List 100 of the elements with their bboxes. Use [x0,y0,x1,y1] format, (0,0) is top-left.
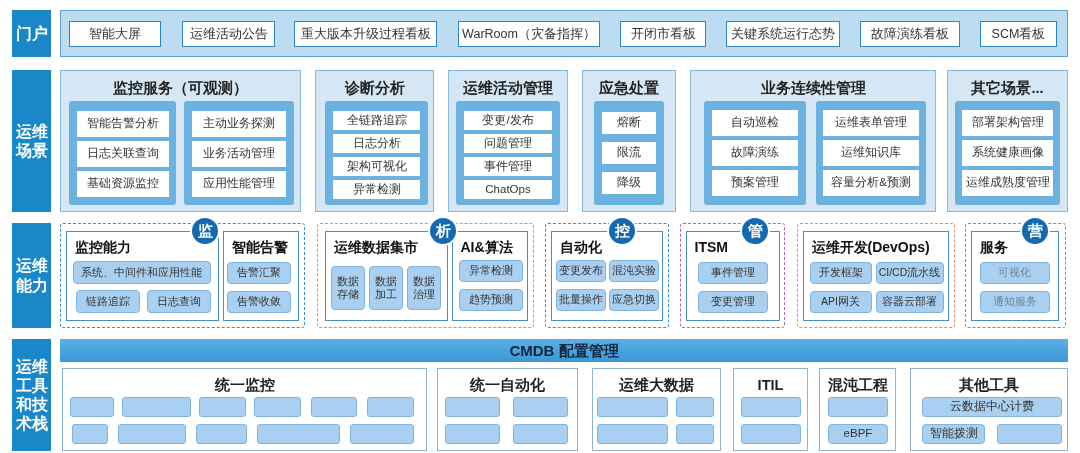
tool-panel [437,368,578,451]
dashed-group-frame [797,223,955,328]
capability-chip: 应急切换 [608,288,659,311]
capability-chip: 数据加工 [368,265,403,310]
capability-chip: 变更管理 [697,290,768,313]
panel-title: 其它场景... [971,79,1044,97]
tool-chip [196,424,247,444]
tool-chip: eBPF [828,424,888,444]
panel-title: 服务 [979,237,1008,256]
tool-chip [597,424,668,444]
portal-tile: 运维活动公告 [182,21,275,47]
scenario-item: 预案管理 [712,170,798,196]
scenario-item: 降级 [602,172,656,194]
scenario-panel [690,70,936,212]
scenario-item: 业务活动管理 [192,141,286,167]
config-management-bar: CMDB 配置管理 [60,339,1068,362]
panel-title: 监控能力 [74,237,131,256]
role-badge: 析 [428,216,458,246]
scenario-item: 运维成熟度管理 [962,170,1053,196]
scenario-item: 事件管理 [464,157,552,176]
tool-chip [367,397,414,417]
capability-chip: 事件管理 [697,261,768,284]
panel-title: 应急处置 [599,79,659,97]
capability-chip: 开发框架 [809,261,872,284]
panel-title: AI&算法 [460,237,513,256]
portal-tile: 关键系统运行态势 [726,21,840,47]
column-panel [69,101,176,205]
role-badge: 控 [607,216,637,246]
panel-title: 混沌工程 [827,376,888,394]
scenario-item: 应用性能管理 [192,171,286,197]
column-panel [955,101,1060,205]
scenario-item: 变更/发布 [464,111,552,130]
tool-chip [513,424,568,444]
tool-chip [597,397,668,417]
portal-tile: 重大版本升级过程看板 [294,21,437,47]
dashed-group-frame [317,223,534,328]
capability-chip: 链路追踪 [75,289,140,313]
scenario-panel [947,70,1068,212]
scenario-item: 全链路追踪 [333,111,420,130]
capability-chip: API网关 [809,290,872,313]
capability-chip: 系统、中间件和应用性能 [72,260,211,284]
panel-title: 监控服务（可观测） [113,79,248,97]
column-panel [325,101,428,205]
scenario-item: 主动业务探测 [192,111,286,137]
panel-title: ITSM [694,237,728,256]
layer-label: 门户 [12,10,51,57]
portal-tile: WarRoom（灾备指挥） [458,21,600,47]
scenario-item: 运维表单管理 [823,110,919,136]
panel-title: 统一监控 [214,376,275,394]
capability-chip: 混沌实验 [608,259,659,282]
capability-chip: 通知服务 [979,290,1050,313]
panel-title: 自动化 [559,237,602,256]
tool-chip [70,397,114,417]
dashed-group-frame [680,223,785,328]
scenario-item: 系统健康画像 [962,140,1053,166]
scenario-panel [315,70,434,212]
panel-title: 统一自动化 [470,376,545,394]
tool-chip [118,424,186,444]
capability-chip: 告警汇聚 [226,261,291,284]
dashed-group-frame [545,223,669,328]
capability-panel [451,230,528,321]
layer-label: 运维工具和技术栈 [12,339,51,451]
capability-chip: 日志查询 [146,289,211,313]
portal-tile: 故障演练看板 [860,21,960,47]
tool-chip [350,424,414,444]
scenario-panel [448,70,568,212]
panel-title: 运维开发(DevOps) [811,237,930,256]
tool-chip: 智能拨测 [922,424,985,444]
column-panel [456,101,560,205]
portal-tile: SCM看板 [980,21,1057,47]
tool-chip [122,397,191,417]
capability-chip: 数据治理 [406,265,441,310]
tool-chip [445,424,500,444]
scenario-item: 故障演练 [712,140,798,166]
layer-label: 运维能力 [12,223,51,328]
tool-panel [819,368,896,451]
tool-chip [741,397,801,417]
scenario-panel [582,70,676,212]
capability-chip: 数据存储 [330,265,365,310]
panel-title: 运维活动管理 [463,79,553,97]
panel-title: 业务连续性管理 [760,79,866,97]
scenario-item: 问题管理 [464,134,552,153]
scenario-item: ChatOps [464,180,552,199]
scenario-item: 智能告警分析 [77,111,169,137]
panel-title: 运维大数据 [619,376,694,394]
column-panel [704,101,806,205]
tool-chip [311,397,357,417]
role-badge: 营 [1020,216,1050,246]
scenario-item: 基础资源监控 [77,171,169,197]
tool-chip [676,424,714,444]
tool-chip [199,397,246,417]
scenario-item: 运维知识库 [823,140,919,166]
capability-chip: 变更发布 [555,259,606,282]
capability-chip: 趋势预测 [458,288,523,311]
portal-band [60,10,1068,57]
scenario-item: 日志关联查询 [77,141,169,167]
tool-chip [445,397,500,417]
capability-panel [222,230,299,321]
column-panel [184,101,294,205]
capability-chip: 容器云部署 [875,290,944,313]
